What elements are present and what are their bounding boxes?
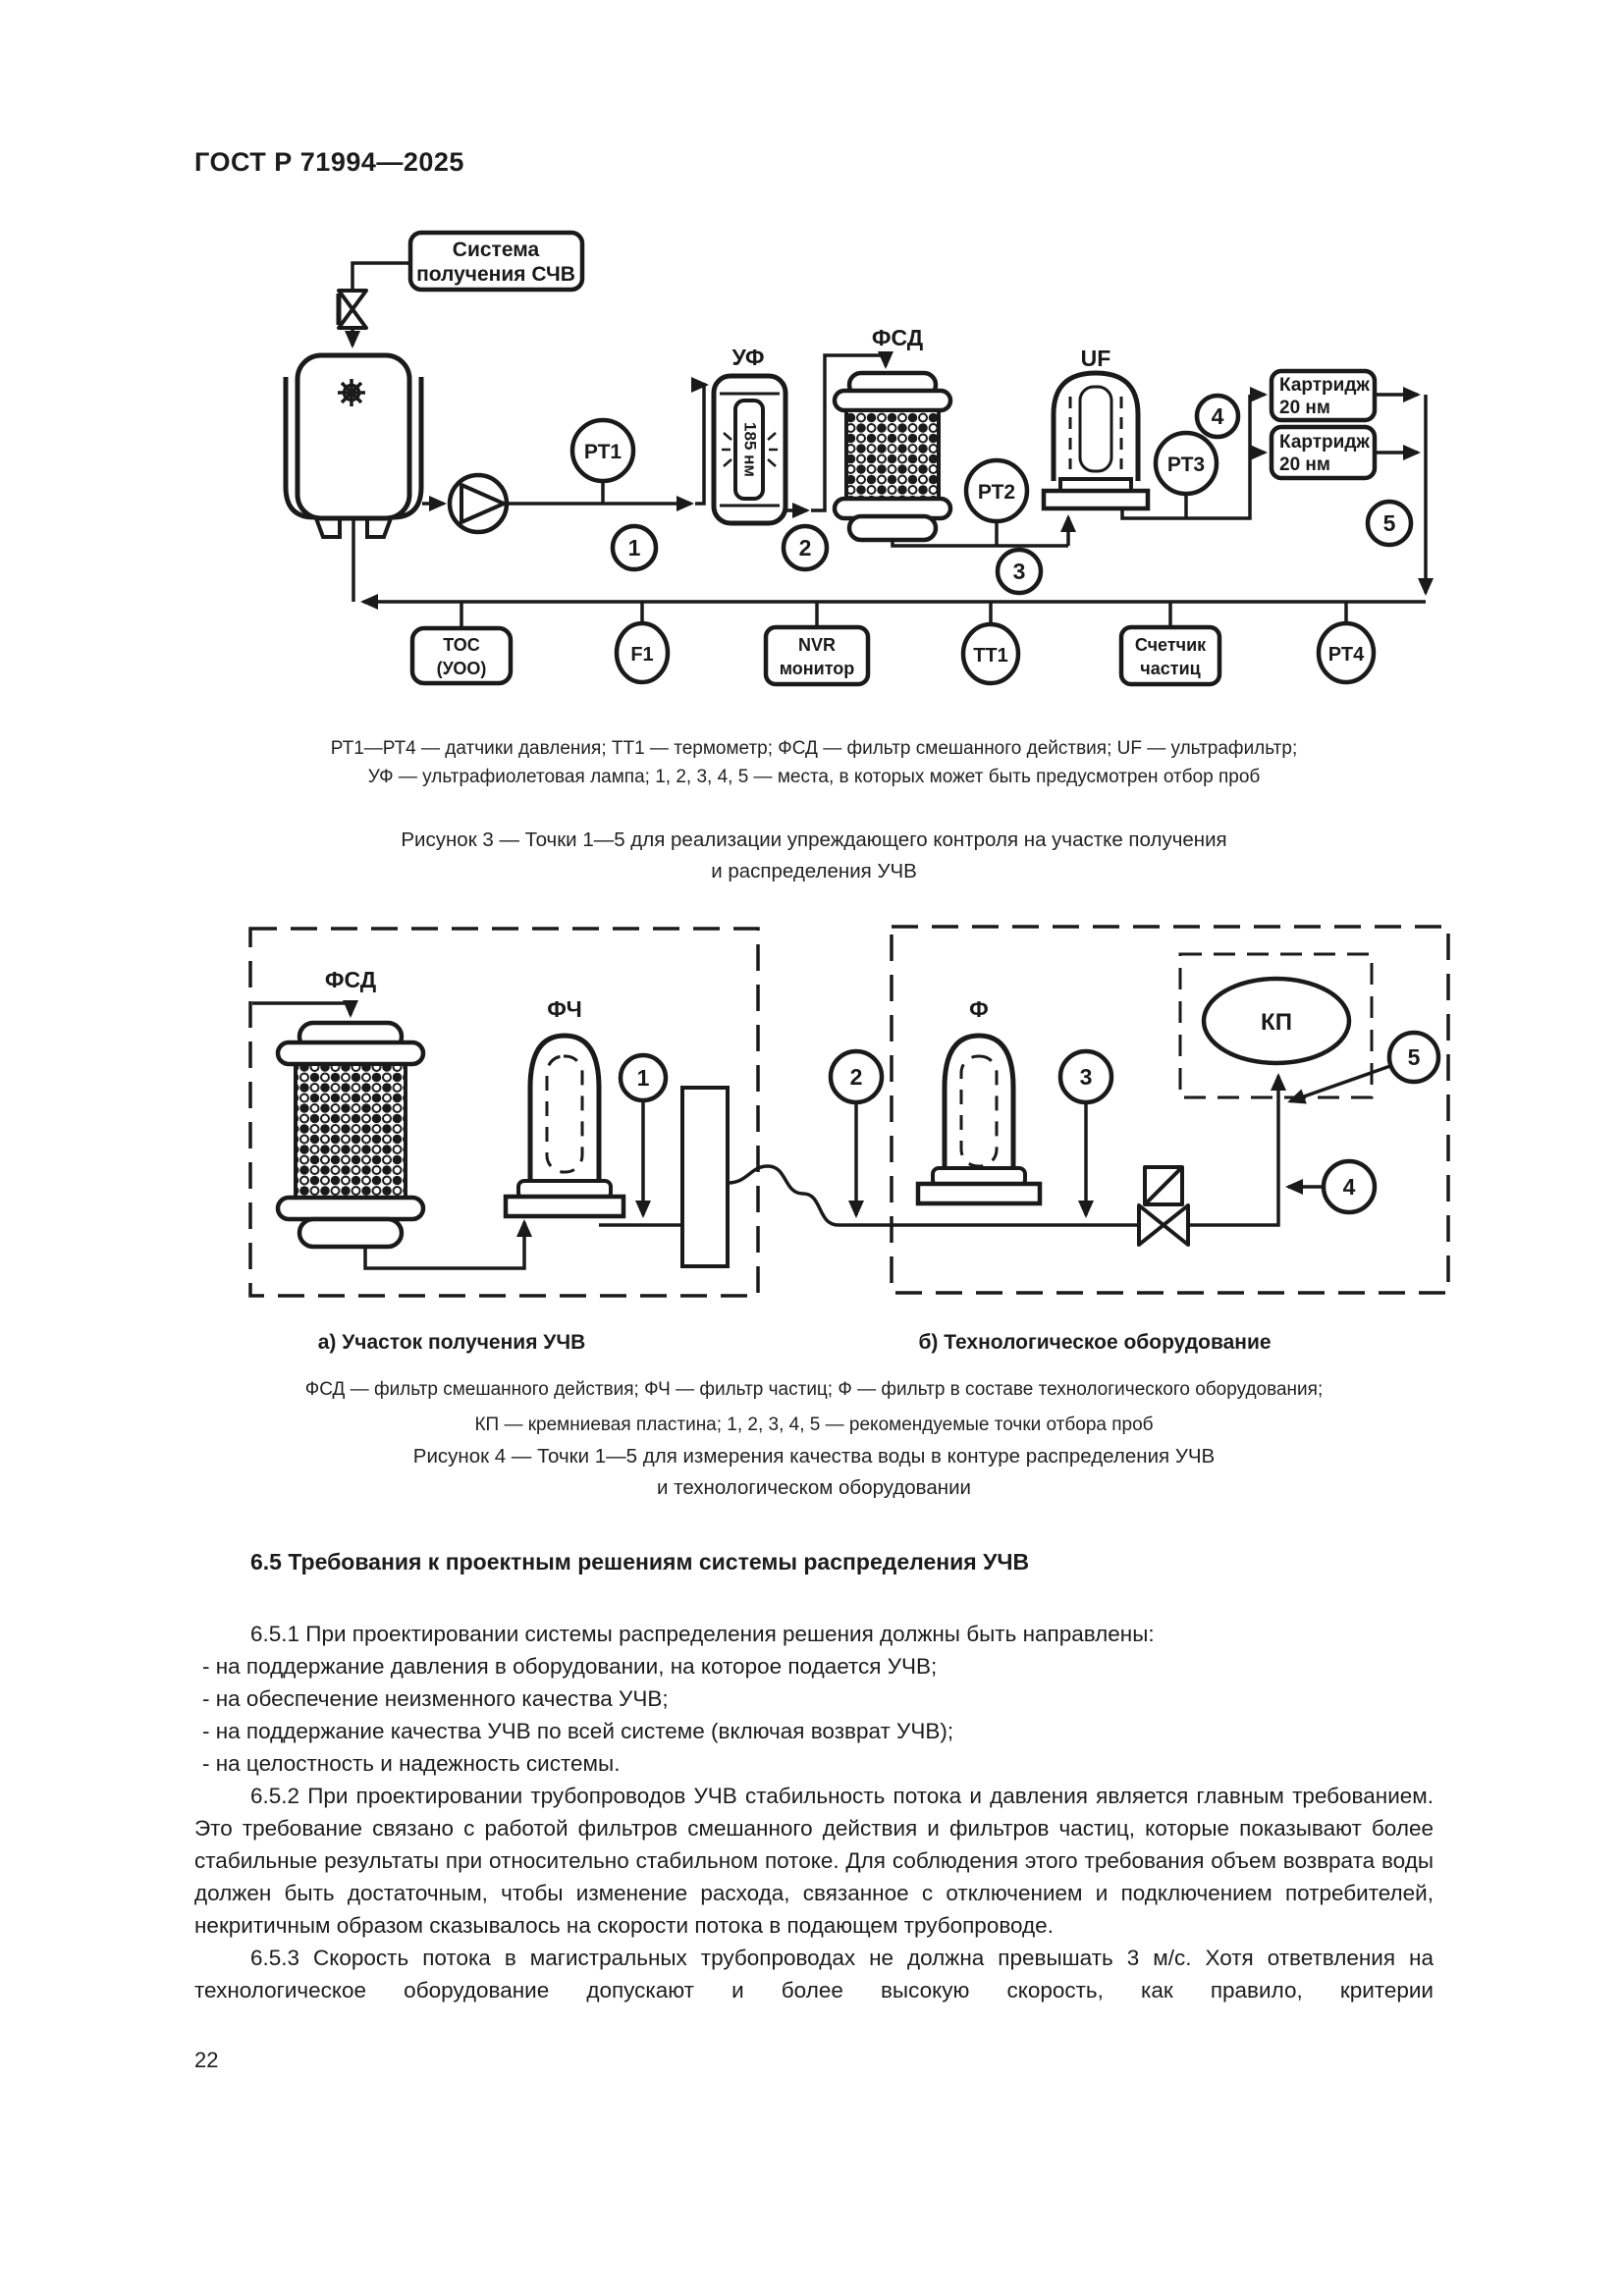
svg-text:F1: F1 xyxy=(630,644,653,666)
svg-text:Ф: Ф xyxy=(969,996,989,1022)
svg-text:Система: Система xyxy=(453,239,540,261)
svg-text:1: 1 xyxy=(628,535,641,561)
svg-text:УФ: УФ xyxy=(731,345,764,370)
paragraph-652: 6.5.2 При проектировании трубопроводов У… xyxy=(194,1784,1434,1938)
svg-text:4: 4 xyxy=(1343,1174,1356,1200)
uv-rays-icon xyxy=(722,432,778,467)
cartridge-filter-2: Картридж 20 нм xyxy=(1269,424,1378,481)
svg-text:NVR: NVR xyxy=(798,635,836,655)
section-heading: 6.5 Требования к проектным решениям сист… xyxy=(250,1549,1030,1575)
instrument-particle-counter: Счетчик частиц xyxy=(1118,624,1222,687)
instrument-toc: ТОС (УОО) xyxy=(409,625,514,686)
zone-a-boundary xyxy=(248,927,760,1298)
svg-text:20 нм: 20 нм xyxy=(1279,398,1330,418)
svg-text:ФСД: ФСД xyxy=(872,325,923,350)
svg-text:2: 2 xyxy=(850,1064,863,1090)
fch-filter: ФЧ xyxy=(503,996,626,1219)
svg-text:4: 4 xyxy=(1212,403,1224,429)
svg-text:ТТ1: ТТ1 xyxy=(973,645,1008,667)
sensor-pt1: РТ1 xyxy=(569,417,636,484)
svg-text:РТ2: РТ2 xyxy=(978,481,1015,504)
figure3-diagram: Система получения СЧВ xyxy=(283,230,1434,687)
page-title: ГОСТ Р 71994—2025 xyxy=(194,147,464,177)
valve-icon xyxy=(336,289,368,330)
svg-text:(УОО): (УОО) xyxy=(437,659,487,678)
control-valve-icon xyxy=(1137,1165,1190,1247)
body-text: 6.5.1 При проектировании системы распред… xyxy=(194,1618,1434,2006)
figure4-caption: Рисунок 4 — Точки 1—5 для измерения каче… xyxy=(412,1445,1216,1499)
pump-icon xyxy=(447,472,510,535)
svg-text:Картридж: Картридж xyxy=(1279,375,1370,396)
svg-text:Картридж: Картридж xyxy=(1279,432,1370,453)
sensor-pt3: РТ3 xyxy=(1153,430,1219,497)
sampling-points: 1 2 3 4 5 xyxy=(610,393,1414,596)
source-system-box: Система получения СЧВ xyxy=(407,230,585,293)
paragraph-653: 6.5.3 Скорость потока в магистральных тр… xyxy=(194,1946,1434,2002)
svg-text:РТ1: РТ1 xyxy=(584,441,623,463)
svg-text:5: 5 xyxy=(1408,1044,1421,1070)
svg-text:2: 2 xyxy=(799,535,812,561)
cartridge-filter-1: Картридж 20 нм xyxy=(1269,368,1378,423)
fsd-filter: ФСД xyxy=(275,967,426,1250)
svg-text:5: 5 xyxy=(1383,510,1396,536)
svg-text:получения СЧВ: получения СЧВ xyxy=(416,263,575,286)
zone-b-boundary xyxy=(890,925,1450,1295)
list-item: - на целостность и надежность системы. xyxy=(202,1751,621,1776)
svg-text:185 нм: 185 нм xyxy=(741,422,760,477)
instrument-tt1: ТТ1 xyxy=(960,621,1021,686)
svg-text:РТ4: РТ4 xyxy=(1328,644,1365,666)
instrument-f1: F1 xyxy=(614,620,671,685)
figure4-legend: ФСД — фильтр смешанного действия; ФЧ — ф… xyxy=(304,1379,1324,1435)
paragraph-651: 6.5.1 При проектировании системы распред… xyxy=(250,1622,1155,1646)
transfer-block xyxy=(680,1086,730,1268)
uf-filter: UF xyxy=(1041,346,1151,511)
svg-text:РТ3: РТ3 xyxy=(1167,454,1205,476)
fsd-filter: ФСД xyxy=(832,325,953,543)
pipes xyxy=(252,1000,1391,1270)
sampling-points: 1 2 3 4 5 xyxy=(618,1030,1441,1215)
svg-text:КП: КП xyxy=(1261,1009,1292,1036)
f-filter: Ф xyxy=(915,996,1043,1206)
figure4-diagram: ФСД ФЧ Ф xyxy=(248,925,1450,1298)
kp-plate: КП xyxy=(1201,976,1352,1066)
instrument-pt4: РТ4 xyxy=(1316,620,1377,685)
uv-lamp: УФ 185 нм xyxy=(711,345,788,526)
svg-text:Счетчик: Счетчик xyxy=(1135,635,1207,655)
svg-text:UF: UF xyxy=(1081,346,1111,371)
svg-text:монитор: монитор xyxy=(780,659,855,678)
figure4-label-a: а) Участок получения УЧВ xyxy=(317,1331,586,1354)
instrument-nvr: NVR монитор xyxy=(763,624,871,687)
storage-tank xyxy=(283,352,424,539)
mixer-icon xyxy=(338,379,365,406)
sensor-pt2: РТ2 xyxy=(963,457,1030,524)
svg-text:ТОС: ТОС xyxy=(443,635,480,655)
pipes xyxy=(345,261,1434,628)
page-number: 22 xyxy=(194,2048,219,2072)
svg-text:частиц: частиц xyxy=(1140,659,1200,678)
svg-text:20 нм: 20 нм xyxy=(1279,454,1330,475)
figure4-label-b: б) Технологическое оборудование xyxy=(918,1331,1272,1354)
list-item: - на обеспечение неизменного качества УЧ… xyxy=(202,1686,669,1711)
svg-text:1: 1 xyxy=(637,1065,650,1091)
list-item: - на поддержание давления в оборудовании… xyxy=(202,1654,938,1679)
figure3-caption: Рисунок 3 — Точки 1—5 для реализации упр… xyxy=(401,828,1227,882)
list-item: - на поддержание качества УЧВ по всей си… xyxy=(202,1719,954,1743)
svg-text:3: 3 xyxy=(1080,1064,1093,1090)
figure3-legend: РТ1—РТ4 — датчики давления; ТТ1 — термом… xyxy=(330,738,1298,787)
svg-text:3: 3 xyxy=(1013,559,1026,584)
svg-text:ФЧ: ФЧ xyxy=(547,996,582,1022)
svg-text:ФСД: ФСД xyxy=(325,967,376,992)
